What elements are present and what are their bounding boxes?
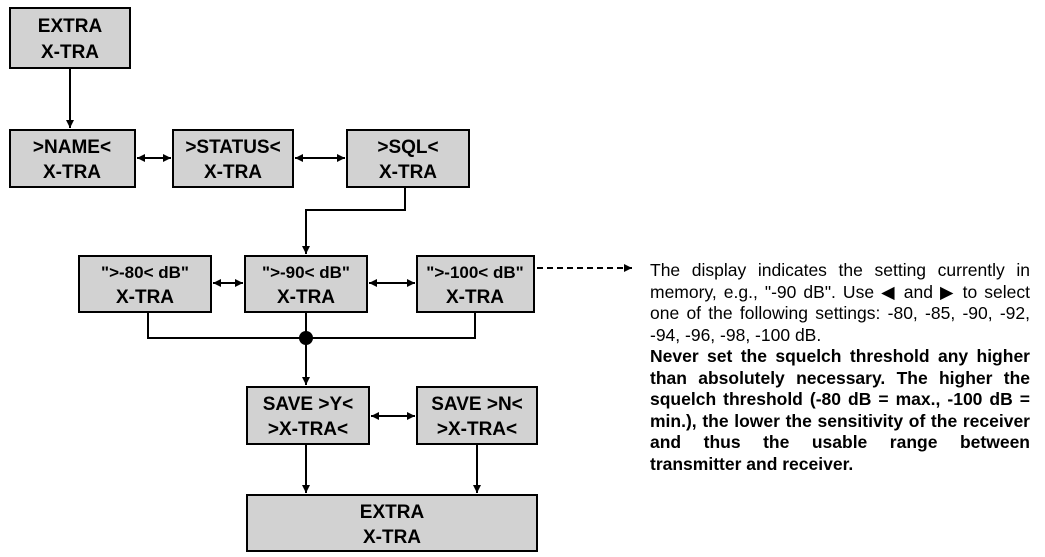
box-extra-top: EXTRA X-TRA [9, 7, 131, 69]
box-name-line2: X-TRA [43, 162, 101, 183]
box-db100-line1: ">-100< dB" [426, 263, 523, 282]
box-db90-line2: X-TRA [277, 287, 335, 308]
box-sql: >SQL< X-TRA [346, 129, 470, 188]
box-db90-line1: ">-90< dB" [262, 263, 350, 282]
arrow-sql-to-db90 [302, 187, 406, 254]
box-name: >NAME< X-TRA [9, 129, 136, 188]
box-status-line1: >STATUS< [185, 137, 280, 158]
box-status-line2: X-TRA [204, 162, 262, 183]
description-normal: The display indicates the setting curren… [650, 260, 1030, 345]
box-db80-line1: ">-80< dB" [101, 263, 189, 282]
box-extra-bottom-line1: EXTRA [360, 502, 425, 523]
box-save-n-line2: >X-TRA< [437, 419, 517, 440]
box-save-y-line2: >X-TRA< [268, 419, 348, 440]
box-save-n: SAVE >N< >X-TRA< [416, 386, 538, 445]
box-sql-line2: X-TRA [379, 162, 437, 183]
box-save-y: SAVE >Y< >X-TRA< [246, 386, 370, 445]
box-extra-top-line1: EXTRA [38, 16, 103, 37]
box-extra-bottom-line2: X-TRA [363, 527, 421, 548]
description-warning: Never set the squelch threshold any high… [650, 346, 1030, 474]
box-name-line1: >NAME< [33, 137, 111, 158]
description-text: The display indicates the setting curren… [650, 260, 1030, 475]
box-extra-top-line2: X-TRA [41, 42, 99, 63]
box-sql-line1: >SQL< [377, 137, 438, 158]
box-db100-line2: X-TRA [446, 287, 504, 308]
box-db80: ">-80< dB" X-TRA [78, 255, 212, 313]
box-extra-bottom: EXTRA X-TRA [246, 494, 538, 552]
box-status: >STATUS< X-TRA [172, 129, 294, 188]
box-save-n-line1: SAVE >N< [431, 394, 523, 415]
box-save-y-line1: SAVE >Y< [263, 394, 353, 415]
box-db90: ">-90< dB" X-TRA [244, 255, 368, 313]
box-db100: ">-100< dB" X-TRA [416, 255, 535, 313]
box-db80-line2: X-TRA [116, 287, 174, 308]
